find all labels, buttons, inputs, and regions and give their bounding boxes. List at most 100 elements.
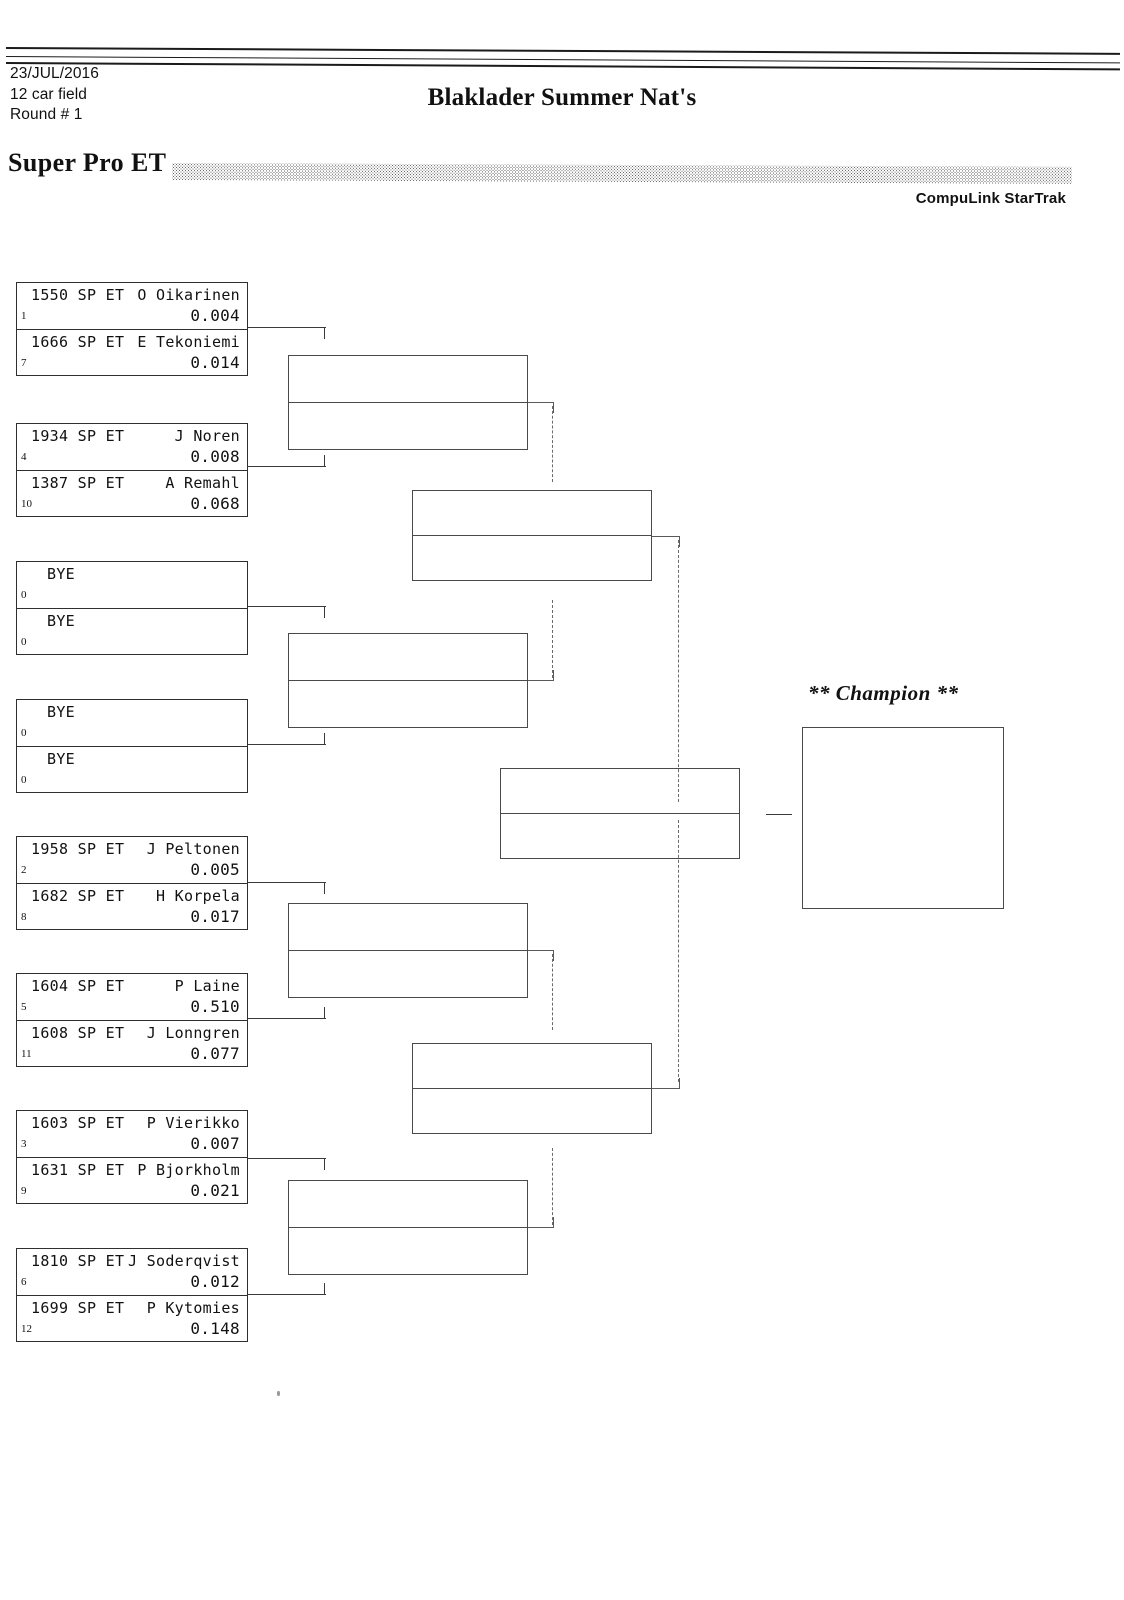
round1-entry-bye[interactable]: BYE 0 [17,746,247,792]
entry-car: 1810 SP ET [31,1252,125,1270]
entry-seed: 0 [21,727,27,739]
connector-r1-to-r2 [248,1158,326,1160]
connector-r3-to-final [652,536,680,547]
entry-time: 0.077 [190,1044,240,1063]
decorative-dot-band [171,163,1073,184]
connector-r2-to-r3 [552,406,553,482]
final-slot[interactable] [501,814,739,859]
round3-slot[interactable] [413,491,651,536]
entry-time: 0.012 [190,1272,240,1291]
entry-driver: J Lonngren [146,1024,240,1042]
round2-slot[interactable] [289,356,527,403]
connector-r1-to-r2 [248,466,326,468]
round3-slot[interactable] [413,536,651,581]
round1-entry[interactable]: 1810 SP ET J Soderqvist 0.012 6 [17,1249,247,1295]
round1-entry[interactable]: 1682 SP ET H Korpela 0.017 8 [17,883,247,929]
vendor-label: CompuLink StarTrak [915,190,1066,207]
round1-entry[interactable]: 1666 SP ET E Tekoniemi 0.014 7 [17,329,247,375]
round1-entry[interactable]: 1934 SP ET J Noren 0.008 4 [17,424,247,470]
entry-seed: 4 [21,451,27,463]
entry-driver: J Noren [174,427,240,445]
entry-time: 0.148 [190,1319,240,1338]
round2-slot[interactable] [289,1181,527,1228]
entry-car: 1631 SP ET [31,1161,125,1179]
entry-car: BYE [47,612,75,630]
entry-car: 1934 SP ET [31,427,125,445]
round-number: Round # 1 [10,106,83,123]
round2-matchbox[interactable] [288,903,528,998]
connector-r2-to-r3 [552,600,553,678]
entry-car: 1608 SP ET [31,1024,125,1042]
round3-matchbox[interactable] [412,490,652,581]
round1-pair[interactable]: 1958 SP ET J Peltonen 0.005 2 1682 SP ET… [16,836,248,930]
header-rule-top [5,47,1120,55]
round2-slot[interactable] [289,904,527,951]
entry-seed: 0 [21,589,27,601]
entry-driver: P Kytomies [146,1299,240,1317]
round2-slot[interactable] [289,681,527,728]
round3-slot[interactable] [413,1089,651,1134]
connector-r1-to-r2 [248,882,326,884]
connector-r1-to-r2 [324,606,326,618]
entry-time: 0.068 [190,494,240,513]
round3-slot[interactable] [413,1044,651,1089]
round1-entry-bye[interactable]: BYE 0 [17,700,247,746]
round1-entry[interactable]: 1608 SP ET J Lonngren 0.077 11 [17,1020,247,1066]
entry-seed: 9 [21,1185,27,1197]
champion-box[interactable] [802,727,1004,909]
entry-car: 1550 SP ET [31,286,125,304]
entry-seed: 1 [21,310,27,322]
round1-entry[interactable]: 1958 SP ET J Peltonen 0.005 2 [17,837,247,883]
event-title: Blaklader Summer Nat's [427,84,697,111]
connector-r2-to-r3 [528,670,554,681]
entry-car: 1699 SP ET [31,1299,125,1317]
round1-entry[interactable]: 1550 SP ET O Oikarinen 0.004 1 [17,283,247,329]
final-matchbox[interactable] [500,768,740,859]
connector-r1-to-r2 [324,882,326,894]
entry-time: 0.007 [190,1134,240,1153]
round2-matchbox[interactable] [288,633,528,728]
connector-r2-to-r3 [528,402,554,413]
entry-seed: 0 [21,636,27,648]
entry-seed: 5 [21,1001,27,1013]
entry-seed: 2 [21,864,27,876]
connector-r1-to-r2 [324,1283,326,1295]
round1-entry[interactable]: 1604 SP ET P Laine 0.510 5 [17,974,247,1020]
round2-matchbox[interactable] [288,355,528,450]
round1-pair[interactable]: 1810 SP ET J Soderqvist 0.012 6 1699 SP … [16,1248,248,1342]
connector-r1-to-r2 [324,327,326,339]
round1-entry[interactable]: 1387 SP ET A Remahl 0.068 10 [17,470,247,516]
round1-pair[interactable]: 1550 SP ET O Oikarinen 0.004 1 1666 SP E… [16,282,248,376]
round1-entry-bye[interactable]: BYE 0 [17,562,247,608]
entry-car: 1603 SP ET [31,1114,125,1132]
round1-entry[interactable]: 1631 SP ET P Bjorkholm 0.021 9 [17,1157,247,1203]
connector-r1-to-r2 [248,1018,326,1020]
entry-time: 0.014 [190,353,240,372]
entry-time: 0.017 [190,907,240,926]
round2-slot[interactable] [289,1228,527,1275]
round3-matchbox[interactable] [412,1043,652,1134]
entry-car: BYE [47,750,75,768]
round1-pair[interactable]: 1934 SP ET J Noren 0.008 4 1387 SP ET A … [16,423,248,517]
round1-pair[interactable]: BYE 0 BYE 0 [16,699,248,793]
round2-slot[interactable] [289,403,527,450]
round2-slot[interactable] [289,634,527,681]
round1-entry[interactable]: 1603 SP ET P Vierikko 0.007 3 [17,1111,247,1157]
champion-label: ** Champion ** [808,681,959,705]
round2-slot[interactable] [289,951,527,998]
connector-r1-to-r2 [324,1007,326,1019]
entry-driver: A Remahl [165,474,240,492]
round1-entry-bye[interactable]: BYE 0 [17,608,247,654]
final-slot[interactable] [501,769,739,814]
round1-pair[interactable]: 1603 SP ET P Vierikko 0.007 3 1631 SP ET… [16,1110,248,1204]
connector-r1-to-r2 [248,1294,326,1296]
entry-time: 0.008 [190,447,240,466]
round1-pair[interactable]: BYE 0 BYE 0 [16,561,248,655]
connector-r2-to-r3 [528,1217,554,1228]
entry-car: 1666 SP ET [31,333,125,351]
entry-car: BYE [47,703,75,721]
entry-seed: 11 [21,1048,32,1060]
round1-pair[interactable]: 1604 SP ET P Laine 0.510 5 1608 SP ET J … [16,973,248,1067]
round2-matchbox[interactable] [288,1180,528,1275]
round1-entry[interactable]: 1699 SP ET P Kytomies 0.148 12 [17,1295,247,1341]
